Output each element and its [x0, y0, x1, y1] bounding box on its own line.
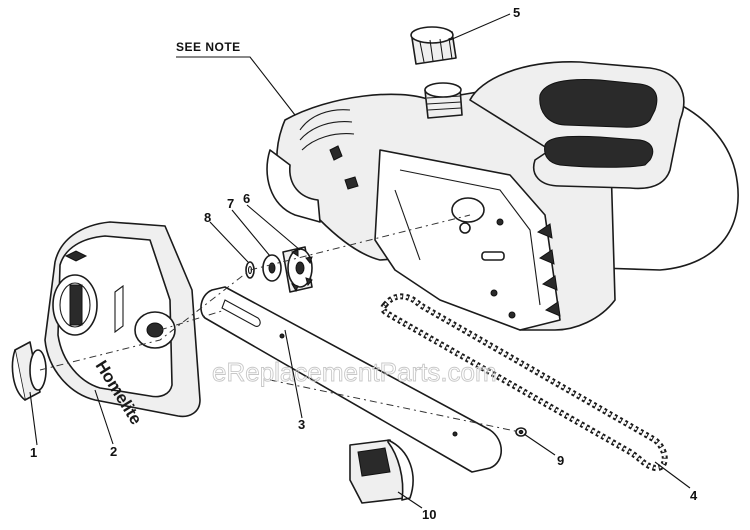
callout-6: 6 [243, 191, 250, 206]
assembly-axis-lines [39, 214, 521, 433]
callout-8: 8 [204, 210, 211, 225]
callout-2: 2 [110, 444, 117, 459]
callout-7: 7 [227, 196, 234, 211]
callout-1: 1 [30, 445, 37, 460]
part-3-guide-bar [200, 286, 503, 473]
part-10-bar-cover [349, 439, 414, 504]
callout-leaders [29, 13, 691, 509]
motor-housing [266, 61, 739, 331]
callout-numbers: 1 2 3 4 5 6 7 8 9 10 [30, 5, 698, 522]
callout-9: 9 [557, 453, 564, 468]
part-1-knob [11, 341, 47, 401]
part-6-sprocket [282, 246, 313, 293]
part-7-washer [262, 254, 282, 282]
callout-10: 10 [422, 507, 436, 522]
part-5-oil-cap [410, 26, 457, 65]
callout-4: 4 [690, 488, 698, 503]
callout-5: 5 [513, 5, 520, 20]
part-9-nut [515, 427, 527, 437]
part-8-washer [245, 261, 255, 279]
callout-3: 3 [298, 417, 305, 432]
see-note-label: SEE NOTE [176, 40, 241, 54]
part-4-saw-chain [380, 293, 668, 472]
watermark-text: eReplacementParts.com [212, 357, 497, 387]
